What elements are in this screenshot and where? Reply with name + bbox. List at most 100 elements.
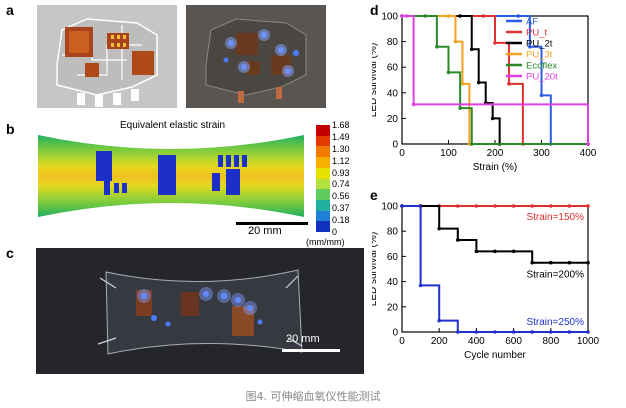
data-point (446, 14, 451, 18)
data-point (456, 204, 460, 208)
x-tick-label: 400 (580, 148, 597, 159)
data-point (481, 14, 486, 18)
x-tick-label: 800 (542, 336, 559, 347)
data-point (404, 14, 409, 18)
colorbar-tick-label: 0.56 (332, 191, 350, 202)
colorbar-unit: (mm/mm) (306, 237, 345, 247)
y-tick-label: 60 (387, 252, 399, 263)
data-point (423, 14, 428, 18)
data-point (586, 260, 590, 265)
data-point (458, 14, 462, 18)
data-point (530, 330, 534, 334)
series-line (402, 15, 588, 145)
data-point (474, 249, 479, 254)
data-point (474, 330, 479, 334)
data-point (493, 41, 497, 45)
data-point (507, 82, 511, 86)
data-point (586, 142, 590, 146)
y-tick-label: 40 (387, 88, 399, 99)
data-point (411, 102, 416, 107)
colorbar-tick-label: 0.93 (332, 167, 350, 178)
device-photo-scalebar (282, 349, 340, 352)
circuit-photo-lit (186, 5, 326, 108)
legend-label: PU_20t (526, 72, 558, 83)
data-point (469, 142, 474, 146)
data-point (456, 330, 460, 334)
data-point (493, 330, 497, 334)
x-tick-label: 200 (487, 148, 504, 159)
colorbar-tick-label: 1.12 (332, 155, 350, 166)
colorbar-segment (316, 189, 330, 200)
panel-d-letter: d (370, 2, 379, 18)
data-point (437, 318, 441, 323)
colorbar-tick-label: 1.68 (332, 120, 350, 130)
data-point (530, 260, 534, 265)
data-point (586, 330, 590, 334)
data-point (400, 14, 404, 18)
strain-colorbar (316, 125, 330, 233)
data-point (400, 204, 404, 208)
data-point (567, 260, 572, 265)
legend-label: AF (526, 17, 538, 28)
y-tick-label: 40 (387, 277, 399, 288)
data-point (435, 44, 439, 49)
legend-label: PU_t (526, 28, 547, 39)
stretched-device-photo (36, 248, 364, 374)
data-point (437, 226, 441, 231)
data-point (549, 260, 553, 265)
device-photo-scalebar-label: 20 mm (286, 333, 320, 345)
x-tick-label: 200 (431, 336, 448, 347)
x-tick-label: 400 (468, 336, 485, 347)
legend-label: PU_2t (526, 39, 553, 50)
y-tick-label: 0 (392, 140, 398, 151)
panel-a-letter: a (6, 2, 14, 18)
series-line (402, 15, 588, 145)
x-tick-label: 0 (399, 336, 405, 347)
series-line (402, 15, 588, 145)
colorbar-tick-label: 0.74 (332, 179, 350, 190)
data-point (586, 204, 590, 208)
y-tick-label: 0 (392, 328, 398, 339)
data-point (549, 204, 553, 208)
colorbar-segment (316, 221, 330, 233)
x-tick-label: 300 (533, 148, 550, 159)
y-tick-label: 80 (387, 37, 399, 48)
y-tick-label: 100 (381, 12, 398, 23)
series-label: Strain=250% (526, 317, 584, 328)
data-point (567, 330, 572, 334)
panel-e-letter: e (370, 187, 378, 203)
data-point (516, 14, 521, 18)
series-line (402, 205, 588, 333)
circuit-photo-unlit (37, 5, 177, 108)
y-axis-label: LED survival (%) (372, 232, 379, 306)
data-point (528, 44, 532, 49)
series-label: Strain=150% (526, 212, 584, 223)
colorbar-tick-label: 0 (332, 227, 338, 237)
panel-c-letter: c (6, 245, 14, 261)
colorbar-segment (316, 167, 330, 179)
colorbar-segment (316, 178, 330, 190)
data-point (474, 204, 479, 208)
x-tick-label: 0 (399, 148, 405, 159)
data-point (469, 47, 474, 52)
y-tick-label: 60 (387, 63, 399, 74)
strain-map (36, 133, 306, 219)
data-point (549, 330, 553, 334)
y-tick-label: 20 (387, 114, 399, 125)
data-point (539, 93, 544, 98)
data-point (511, 204, 516, 208)
x-axis-label: Strain (%) (473, 162, 517, 173)
data-point (493, 204, 497, 208)
colorbar-segment (316, 210, 330, 222)
data-point (446, 70, 451, 75)
colorbar-segment (316, 135, 330, 147)
colorbar-tick-label: 1.30 (332, 143, 350, 154)
x-tick-label: 600 (505, 336, 522, 347)
colorbar-segment (316, 125, 330, 136)
data-point (458, 106, 462, 110)
y-tick-label: 100 (381, 202, 398, 213)
data-point (460, 82, 465, 86)
